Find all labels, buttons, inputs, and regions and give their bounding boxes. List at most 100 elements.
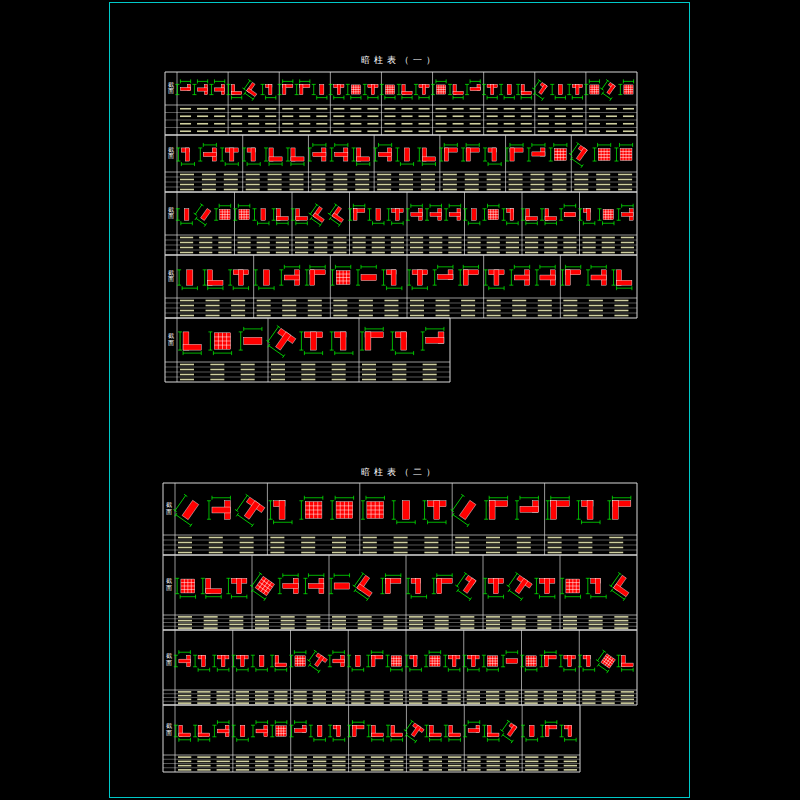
cell-mark	[178, 695, 191, 697]
column-section	[550, 84, 565, 99]
dimension-line	[439, 161, 443, 162]
dimension-line	[228, 269, 232, 270]
dimension-line	[182, 288, 197, 289]
table-rule	[560, 255, 561, 318]
cell-mark	[423, 379, 437, 381]
dimension-line	[365, 327, 366, 331]
table-rule	[163, 615, 637, 616]
cell-mark	[367, 115, 378, 117]
dimension-line	[261, 327, 262, 331]
cell-mark	[548, 547, 562, 549]
concrete-fill	[320, 84, 324, 94]
dimension-line	[178, 148, 179, 161]
dimension-line	[259, 288, 274, 289]
dimension-line	[553, 143, 554, 147]
cell-mark	[537, 624, 551, 626]
dimension-line	[411, 596, 426, 597]
dimension-line	[437, 265, 438, 269]
dimension-line	[435, 162, 436, 166]
dimension-line	[204, 223, 206, 226]
dimension-line	[482, 84, 486, 85]
column-section	[356, 265, 376, 285]
dimension-line	[231, 596, 246, 597]
column-section	[286, 148, 304, 166]
dimension-line	[275, 669, 287, 670]
dimension-line	[575, 204, 576, 208]
table-rule	[585, 72, 586, 135]
dimension-line	[236, 668, 237, 672]
cell-mark	[614, 624, 628, 626]
table-rule	[165, 127, 637, 128]
cell-mark	[521, 115, 532, 117]
dimension-line	[242, 161, 246, 162]
column-section	[598, 209, 615, 226]
table-rule	[522, 192, 523, 255]
stirrup-line	[554, 157, 566, 158]
concrete-fill	[558, 84, 562, 94]
dimension-line	[446, 209, 447, 221]
dimension-line	[583, 221, 584, 225]
column-section	[177, 270, 197, 290]
dimension-line	[178, 331, 182, 332]
dimension-line	[291, 220, 295, 221]
stirrup-line	[239, 217, 249, 218]
column-section	[417, 148, 435, 166]
dimension-line	[299, 350, 303, 351]
table-rule	[464, 192, 465, 255]
dimension-line	[222, 148, 223, 161]
column-section	[502, 209, 519, 226]
cell-mark	[504, 123, 515, 125]
dimension-line	[430, 205, 442, 206]
concrete-fill	[422, 84, 425, 94]
cell-mark	[197, 130, 208, 132]
cell-mark	[367, 130, 378, 132]
dimension-line	[350, 96, 351, 100]
cell-mark	[255, 616, 269, 618]
dimension-line	[458, 285, 462, 286]
cell-mark	[358, 624, 372, 626]
cell-mark	[308, 310, 322, 312]
dimension-line	[618, 572, 621, 574]
concrete-fill	[540, 275, 555, 280]
dimension-line	[461, 494, 464, 496]
dimension-line	[612, 269, 616, 270]
concrete-fill	[385, 578, 390, 593]
dimension-line	[230, 496, 231, 500]
dimension-line	[194, 162, 195, 166]
table-rule	[165, 187, 637, 188]
dimension-line	[570, 157, 572, 160]
dimension-line	[525, 221, 526, 225]
cell-mark	[419, 108, 430, 110]
dimension-line	[296, 84, 297, 94]
column-section	[425, 204, 442, 221]
dimension-line	[506, 221, 507, 225]
cell-mark	[525, 237, 538, 239]
cell-mark	[538, 130, 549, 132]
dimension-line	[258, 286, 259, 290]
column-section	[586, 265, 606, 285]
column-section	[439, 143, 457, 161]
dimension-line	[397, 94, 401, 95]
concrete-fill	[613, 584, 628, 597]
dimension-line	[308, 575, 323, 576]
dimension-line	[382, 578, 383, 593]
concrete-fill	[336, 502, 353, 519]
table-rule	[165, 240, 637, 241]
dimension-line	[455, 585, 458, 587]
column-section	[567, 84, 582, 99]
cell-mark	[544, 247, 557, 249]
cell-mark	[544, 242, 557, 244]
dimension-line	[422, 164, 435, 165]
cell-mark	[180, 379, 194, 381]
dimension-line	[264, 147, 268, 148]
dimension-line	[348, 208, 352, 209]
concrete-fill	[401, 332, 407, 350]
concrete-fill	[335, 152, 348, 156]
stirrup-line	[336, 280, 350, 281]
cell-mark	[231, 305, 245, 307]
dimension-line	[393, 501, 394, 519]
cell-mark	[204, 627, 218, 629]
column-section	[352, 148, 370, 166]
concrete-fill	[402, 91, 412, 94]
table-rule	[290, 630, 291, 705]
